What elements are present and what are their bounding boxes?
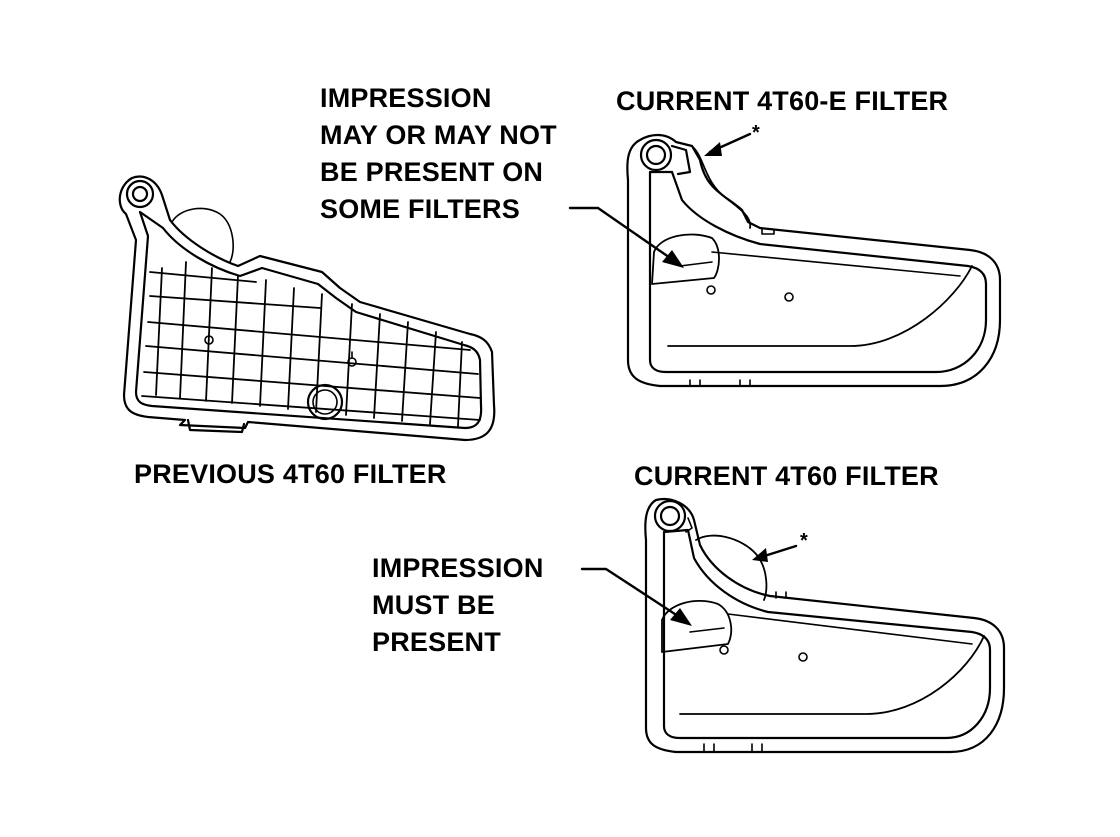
arrowheads [662, 142, 768, 626]
current-4t60e-filter-drawing [626, 133, 1002, 388]
previous-filter-drawing [118, 175, 496, 442]
current-4t60-filter-title: CURRENT 4T60 FILTER [634, 461, 939, 491]
note-top-line-3: BE PRESENT ON [320, 157, 544, 187]
previous-filter-title: PREVIOUS 4T60 FILTER [134, 459, 447, 489]
leader-lines [568, 132, 798, 622]
note-bottom-line-1: IMPRESSION [372, 553, 544, 583]
note-bottom-line-3: PRESENT [372, 627, 501, 657]
asterisk-top: * [752, 122, 760, 144]
note-top-line-2: MAY OR MAY NOT [320, 120, 557, 150]
current-4t60-filter-drawing [644, 497, 1006, 754]
asterisk-bottom: * [800, 530, 808, 552]
note-top-line-4: SOME FILTERS [320, 194, 520, 224]
note-top-line-1: IMPRESSION [320, 83, 492, 113]
note-bottom-line-2: MUST BE [372, 590, 495, 620]
current-4t60e-filter-title: CURRENT 4T60-E FILTER [616, 86, 949, 116]
